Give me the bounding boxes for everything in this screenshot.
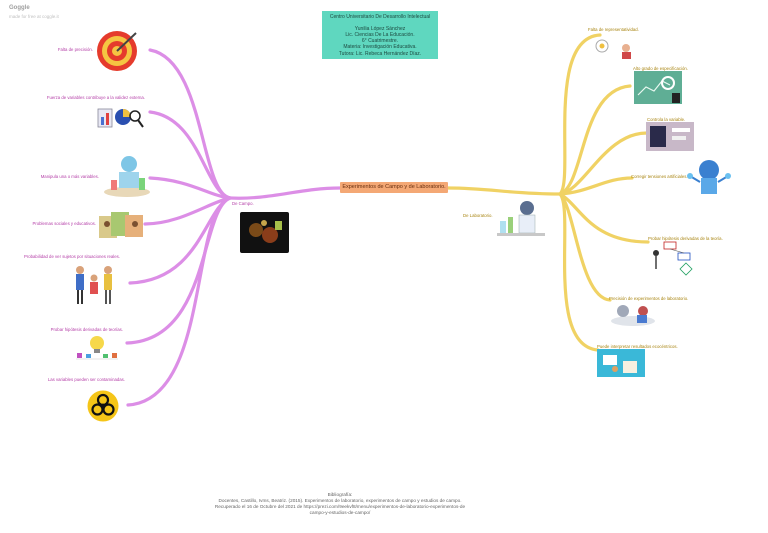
node-problemas-sociales[interactable]: Problemas sociales y educativos. <box>32 221 96 226</box>
biohazard-icon <box>87 390 119 422</box>
node-alto-grado-especificacion[interactable]: Alto grado de especificación. <box>633 66 688 71</box>
node-probar-hipotesis-teorias[interactable]: Probar hipótesis derivadas de teorías. <box>50 327 123 332</box>
lightbulb-icon <box>72 333 122 361</box>
node-controla-variable[interactable]: Controla la variable. <box>647 117 686 122</box>
brand-name: Goggle <box>9 5 30 11</box>
bibliography-line: campo-y-estudios-de-campo/ <box>309 509 371 515</box>
data-analysis-icon <box>597 349 645 377</box>
control-panel-icon <box>646 122 694 151</box>
info-line: Centro Universitario De Desarrollo Intel… <box>329 14 431 20</box>
node-variables-contaminadas[interactable]: Las variables pueden ser contaminadas. <box>47 377 125 382</box>
connector-right-1 <box>558 33 602 196</box>
bibliography: Bibliografía: Docentes, Castillo, Ivms, … <box>190 492 490 516</box>
info-line: Materia: Investigación Educativa. <box>343 44 417 51</box>
node-manipula-variables[interactable]: Manipula una o más variables. <box>40 174 99 179</box>
robot-brain-icon <box>686 156 732 198</box>
chart-magnifier-icon <box>97 103 145 133</box>
node-fuerza-de-variables[interactable]: Fuerza de variables contribuye a la vali… <box>46 95 145 100</box>
connector-left-7 <box>126 196 232 407</box>
connector-right-3 <box>558 131 650 196</box>
bibliography-line: Recuperado el 16 de Octubre del 2021 de … <box>214 503 466 509</box>
node-interpretar-resultados[interactable]: Puede interpretar resultados ecocéntrico… <box>597 344 678 349</box>
connector-left-2 <box>148 110 232 200</box>
central-topic[interactable]: Experimentos de Campo y de Laboratorio. <box>340 182 448 193</box>
info-line: 6° Cuatrimestre. <box>361 38 399 45</box>
connector-left-5 <box>128 196 232 285</box>
flowchart-icon <box>650 241 696 277</box>
analysis-chart-icon <box>634 71 682 104</box>
info-line: Lic. Ciencias De La Educación. <box>345 32 415 39</box>
node-probabilidad-sujetos[interactable]: Probabilidad de ver sujetos por situacio… <box>23 254 120 259</box>
de-campo-image <box>240 212 289 253</box>
connector-right-7 <box>558 192 600 352</box>
connector-central-right <box>446 186 562 196</box>
info-line: Yunilia López Sánchez <box>354 26 406 33</box>
connector-left-4 <box>143 196 232 226</box>
connector-right-4 <box>558 176 634 196</box>
lab-scientist-icon <box>497 199 545 238</box>
connector-left-1 <box>148 48 232 200</box>
branch-label-de-campo[interactable]: De Campo. <box>232 201 254 206</box>
thinking-person-icon <box>594 38 638 60</box>
connector-central-left <box>228 186 342 200</box>
books-people-icon <box>97 210 145 239</box>
bibliography-title: Bibliografía: <box>327 492 353 497</box>
bibliography-line: Docentes, Castillo, Ivms, Beatriz. (2015… <box>218 497 462 503</box>
node-precision-experimentos[interactable]: Precisión de experimentos de laboratorio… <box>609 296 689 301</box>
node-probar-hipotesis-teoria[interactable]: Probar hipótesis derivadas de la teoría. <box>648 236 723 241</box>
node-corregir-tensiones[interactable]: Corregir tensiones artificiales. <box>631 174 688 179</box>
node-falta-representatividad[interactable]: Falta de representatividad. <box>588 27 639 32</box>
info-box: Centro Universitario De Desarrollo Intel… <box>322 11 438 59</box>
connector-right-5 <box>558 192 650 244</box>
target-icon <box>96 30 138 72</box>
connector-left-3 <box>148 176 232 200</box>
connector-right-6 <box>558 192 612 302</box>
info-line: Tutora: Lic. Rebeca Hernández Díaz. <box>338 50 422 57</box>
family-icon <box>70 262 118 308</box>
scientist-icon <box>103 154 151 198</box>
brand-tagline: made for free at coggle.it <box>9 14 59 19</box>
connector-right-2 <box>558 84 632 196</box>
node-falta-de-precision[interactable]: Falta de precisión. <box>57 47 93 52</box>
branch-label-de-laboratorio[interactable]: De Laboratorio. <box>463 213 493 218</box>
lab-work-icon <box>609 301 657 327</box>
